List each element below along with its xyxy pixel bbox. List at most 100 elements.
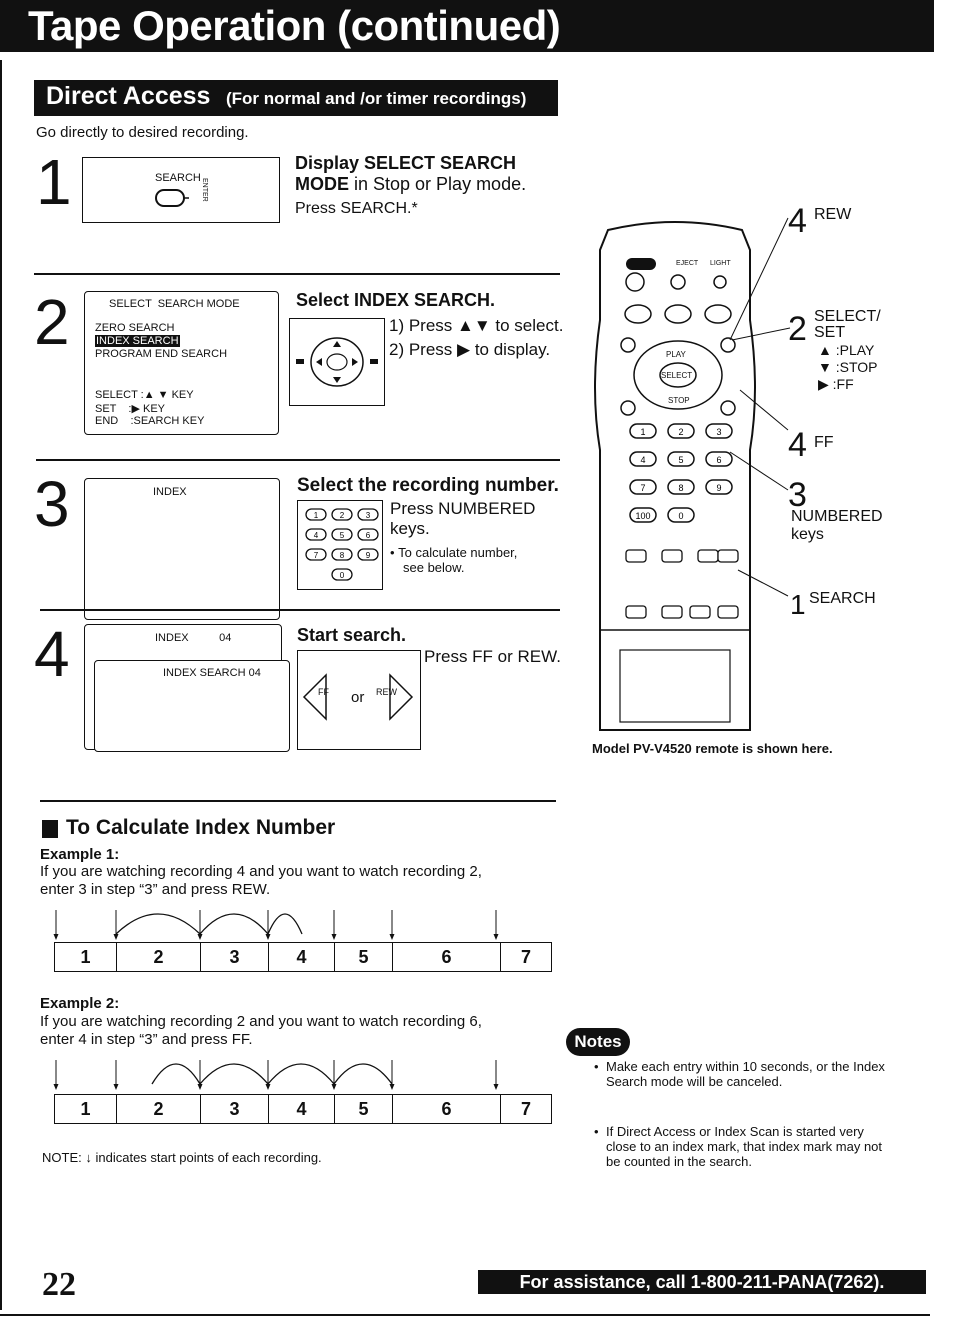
jump-arc: [267, 1063, 335, 1085]
start-point-arrowhead: [113, 934, 119, 940]
remote-key-7: 7: [629, 479, 657, 495]
callout-stop: ▼ :STOP: [818, 359, 878, 375]
screen-index-search-04: INDEX SEARCH 04: [163, 667, 261, 679]
section-title: Direct Access: [46, 82, 211, 110]
callout-numbered: NUMBERED: [791, 508, 883, 525]
start-point-arrowhead: [197, 934, 203, 940]
svg-text:4: 4: [314, 531, 319, 540]
step-3-bullet2: see below.: [403, 560, 465, 575]
step-4-number: 4: [34, 618, 70, 690]
recording-cell-6: 6: [393, 943, 501, 971]
screen-index-label: INDEX: [153, 486, 187, 498]
svg-text:7: 7: [314, 551, 319, 560]
ff-rew-buttons-icon: [302, 673, 414, 721]
number-key-4: 4: [305, 528, 327, 541]
remote-key-9: 9: [705, 479, 733, 495]
callout-keys: keys: [791, 526, 824, 543]
recording-cell-3: 3: [201, 943, 269, 971]
svg-text:6: 6: [366, 531, 371, 540]
svg-text:3: 3: [716, 427, 721, 437]
step-4-title: Start search.: [297, 625, 407, 645]
step-3-number: 3: [34, 468, 70, 540]
note-item-1: Make each entry within 10 seconds, or th…: [592, 1059, 896, 1089]
step-4-ff-rew-illustration: FF or REW: [297, 650, 421, 750]
screen-line-select: SELECT :▲ ▼ KEY: [95, 389, 194, 401]
screen-item-zero: ZERO SEARCH: [95, 322, 175, 334]
start-point-arrow-icon: ↓: [85, 1150, 92, 1165]
bottom-rule: [0, 1314, 930, 1316]
example-2-title: Example 2:: [40, 995, 120, 1012]
recording-cell-3: 3: [201, 1095, 269, 1123]
callout-search-number: 1: [790, 589, 806, 620]
number-key-3: 3: [357, 508, 379, 521]
page-number: 22: [42, 1266, 76, 1303]
callout-numbered-number: 3: [788, 476, 807, 514]
number-key-0: 0: [331, 568, 353, 581]
start-point-arrowhead: [331, 1084, 337, 1090]
left-rule: [0, 60, 2, 1310]
remote-key-0: 0: [667, 507, 695, 523]
callout-set: SET: [814, 324, 846, 341]
number-key-1: 1: [305, 508, 327, 521]
start-point-arrowhead: [265, 1084, 271, 1090]
remote-func-key: [689, 605, 711, 619]
start-point-arrowhead: [389, 934, 395, 940]
svg-text:6: 6: [716, 455, 721, 465]
remote-key-1: 1: [629, 423, 657, 439]
callout-search: SEARCH: [809, 590, 876, 607]
example-1-line1: If you are watching recording 4 and you …: [40, 863, 482, 880]
callout-ff-line: ▶ :FF: [818, 376, 854, 392]
svg-text:3: 3: [366, 511, 371, 520]
step-1-illustration: SEARCH ENTER: [82, 157, 280, 223]
step-1-text: Press SEARCH.*: [295, 200, 418, 217]
remote-stop-label: STOP: [668, 396, 690, 405]
example-2-arrows: [53, 1060, 499, 1090]
step-2-line2: 2) Press ▶ to display.: [389, 340, 551, 359]
screen-item-index-highlight: INDEX SEARCH: [95, 335, 180, 347]
remote-func-key: [717, 605, 739, 619]
screen-line-set: SET :▶ KEY: [95, 403, 166, 415]
remote-func-key: [717, 549, 739, 563]
or-label: or: [351, 689, 365, 706]
example-1-line2: enter 3 in step “3” and press REW.: [40, 881, 271, 898]
recording-cell-1: 1: [55, 1095, 117, 1123]
number-key-5: 5: [331, 528, 353, 541]
number-key-9: 9: [357, 548, 379, 561]
step-1-title-rest: in Stop or Play mode.: [349, 174, 527, 194]
step-2-title: Select INDEX SEARCH.: [296, 290, 496, 310]
recording-cell-1: 1: [55, 943, 117, 971]
start-point-arrowhead: [493, 1084, 499, 1090]
remote-key-3: 3: [705, 423, 733, 439]
remote-key-5: 5: [667, 451, 695, 467]
jump-arc: [199, 913, 269, 935]
svg-text:8: 8: [678, 483, 683, 493]
remote-key-100: 100: [629, 507, 657, 523]
example-2-line1: If you are watching recording 2 and you …: [40, 1013, 482, 1030]
remote-key-8: 8: [667, 479, 695, 495]
page-title: Tape Operation (continued): [28, 2, 561, 49]
number-key-2: 2: [331, 508, 353, 521]
assistance-banner: For assistance, call 1-800-211-PANA(7262…: [478, 1270, 926, 1294]
calc-note: NOTE: ↓ indicates start points of each r…: [42, 1150, 322, 1165]
step-3-bullet: • To calculate number,: [390, 545, 518, 560]
remote-select-label: SELECT: [661, 371, 693, 380]
svg-text:5: 5: [678, 455, 683, 465]
divider: [40, 800, 556, 802]
svg-text:0: 0: [340, 571, 345, 580]
remote-func-key: [661, 549, 683, 563]
section-heading: Direct Access (For normal and /or timer …: [34, 80, 558, 116]
remote-light-label: LIGHT: [710, 260, 731, 267]
callout-lines: [729, 217, 791, 597]
number-key-6: 6: [357, 528, 379, 541]
remote-play-label: PLAY: [666, 350, 686, 359]
callout-ff-number: 4: [788, 426, 807, 464]
svg-text:9: 9: [716, 483, 721, 493]
start-point-arrowhead: [53, 1084, 59, 1090]
jump-arc: [115, 913, 201, 935]
remote-key-6: 6: [705, 451, 733, 467]
step-1-title-line2: MODE in Stop or Play mode.: [295, 174, 526, 195]
svg-text:8: 8: [340, 551, 345, 560]
